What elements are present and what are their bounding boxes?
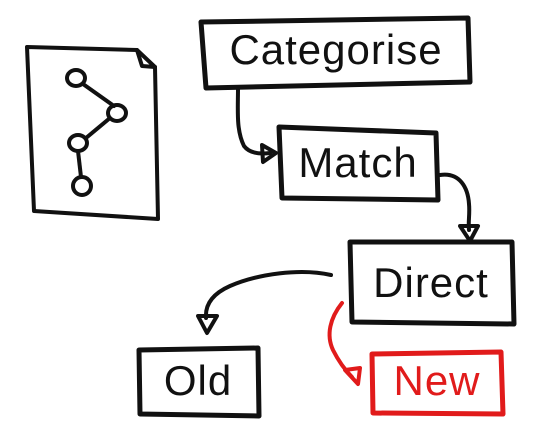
node-match-label: Match [298, 139, 417, 186]
edge-direct-old [203, 270, 333, 320]
edge-match-direct [438, 172, 472, 232]
node-new-box [369, 349, 506, 417]
node-match: Match [276, 124, 441, 203]
document-tree-icon [25, 45, 160, 221]
node-categorise-box [198, 15, 473, 91]
node-direct: Direct [347, 239, 517, 327]
node-match-box [276, 124, 441, 203]
edge-categorise-match [235, 86, 272, 156]
arrowhead-match-direct [458, 224, 480, 243]
edge-direct-new [327, 301, 354, 379]
node-new-label: New [393, 357, 480, 404]
node-new: New [369, 349, 506, 417]
node-old-box [136, 345, 262, 419]
node-direct-box [347, 239, 517, 327]
arrowhead-categorise-match [260, 143, 278, 164]
node-categorise-label: Categorise [229, 26, 442, 73]
node-direct-label: Direct [373, 259, 489, 306]
node-old: Old [136, 345, 262, 419]
arrowhead-direct-old [196, 314, 219, 335]
node-categorise: Categorise [198, 15, 473, 91]
arrowhead-direct-new [343, 366, 362, 386]
node-old-label: Old [164, 357, 232, 404]
